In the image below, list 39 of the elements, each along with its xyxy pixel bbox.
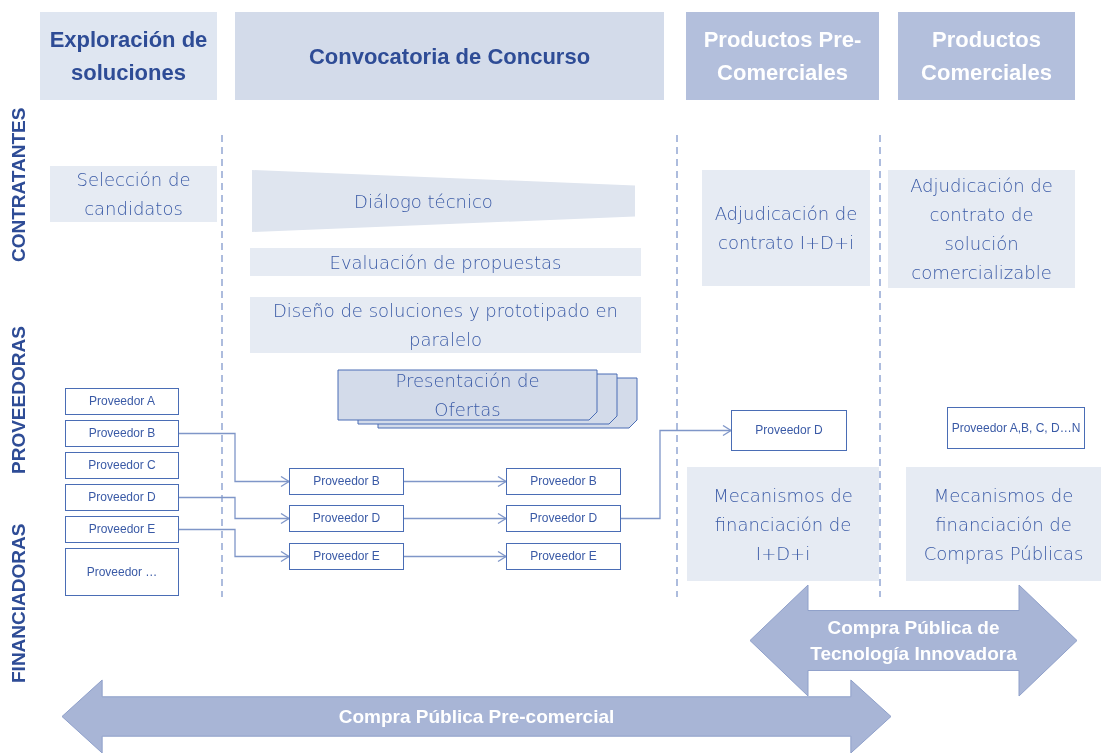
provider-box: Proveedor E xyxy=(506,543,621,570)
provider-box: Proveedor … xyxy=(65,548,179,596)
provider-box: Proveedor D xyxy=(506,505,621,532)
step-box: Diseño de soluciones y prototipado en paralelo xyxy=(250,297,641,353)
provider-box: Proveedor B xyxy=(506,468,621,495)
arrow xyxy=(620,424,732,520)
provider-box: Proveedor B xyxy=(289,468,404,495)
step-box: Adjudicación de contrato de solución comercializable xyxy=(888,170,1075,288)
step-label: Diálogo técnico xyxy=(354,190,493,212)
provider-box: Proveedor A,B, C, D…N xyxy=(947,407,1085,449)
phase-header: Productos Comerciales xyxy=(898,12,1075,100)
phase-header: Exploración de soluciones xyxy=(40,12,217,100)
provider-box: Proveedor A xyxy=(65,388,179,415)
provider-box: Proveedor B xyxy=(65,420,179,447)
step-box: Adjudicación de contrato I+D+i xyxy=(702,170,870,286)
arrow-label: Compra Pública de Tecnología Innovadora xyxy=(809,615,1018,666)
step-label: Presentación de Ofertas xyxy=(394,369,541,422)
step-box: Mecanismos de financiación de Compras Públicas xyxy=(906,467,1101,581)
arrow xyxy=(178,528,290,563)
step-box: Evaluación de propuestas xyxy=(250,248,641,276)
phase-header: Convocatoria de Concurso xyxy=(235,12,664,100)
arrow xyxy=(403,512,507,525)
phase-header: Productos Pre-Comerciales xyxy=(686,12,879,100)
row-label: PROVEEDORAS xyxy=(8,325,30,477)
step-box: Mecanismos de financiación de I+D+i xyxy=(687,467,879,581)
arrow xyxy=(403,475,507,488)
provider-box: Proveedor E xyxy=(289,543,404,570)
step-box: Selección de candidatos xyxy=(50,166,217,222)
row-label: CONTRATANTES xyxy=(8,106,30,265)
row-label: FINANCIADORAS xyxy=(8,522,30,685)
provider-box: Proveedor E xyxy=(65,516,179,543)
arrow-label: Compra Pública Pre-comercial xyxy=(338,704,615,729)
arrow xyxy=(403,550,507,563)
arrow xyxy=(178,432,290,488)
arrow xyxy=(178,496,290,525)
provider-box: Proveedor D xyxy=(65,484,179,511)
provider-box: Proveedor D xyxy=(289,505,404,532)
provider-box: Proveedor C xyxy=(65,452,179,479)
provider-box: Proveedor D xyxy=(731,410,847,451)
